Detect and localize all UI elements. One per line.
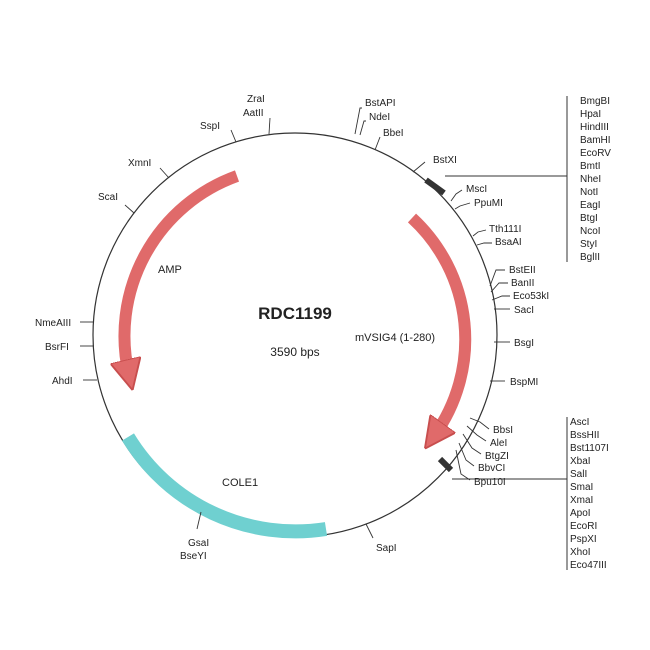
mcs-site-label: NotI bbox=[580, 187, 598, 198]
site-labels: ZraI AatII SspI XmnI ScaI NmeAIII BsrFI … bbox=[35, 94, 549, 562]
mcs-site-label: HindIII bbox=[580, 122, 609, 133]
mcs-site-label: XhoI bbox=[570, 547, 591, 558]
mcs-site-label: ApoI bbox=[570, 508, 591, 519]
site-label-banii: BanII bbox=[511, 278, 534, 289]
site-label-ppumi: PpuMI bbox=[474, 198, 503, 209]
site-label-sapi: SapI bbox=[376, 543, 397, 554]
site-label-bspmi: BspMI bbox=[510, 377, 538, 388]
site-label-scai: ScaI bbox=[98, 192, 118, 203]
mcs-site-label: StyI bbox=[580, 239, 597, 250]
site-label-bsgi: BsgI bbox=[514, 338, 534, 349]
feature-cole1-label: COLE1 bbox=[222, 477, 258, 489]
site-leader-lines bbox=[80, 107, 510, 539]
mcs-site-label: BamHI bbox=[580, 135, 611, 146]
site-label-saci: SacI bbox=[514, 305, 534, 316]
site-label-aatii: AatII bbox=[243, 108, 264, 119]
mcs-site-label: Bst1107I bbox=[570, 443, 609, 454]
mcs-site-label: BglII bbox=[580, 252, 600, 263]
mcs-site-label: XbaI bbox=[570, 456, 591, 467]
mcs-bottom-marker bbox=[437, 456, 454, 473]
site-label-zrai: ZraI bbox=[247, 94, 265, 105]
mcs-site-label: BssHII bbox=[570, 430, 599, 441]
site-label-alei: AleI bbox=[490, 438, 507, 449]
mcs-site-label: HpaI bbox=[580, 109, 601, 120]
site-label-btgzi: BtgZI bbox=[485, 451, 509, 462]
site-label-eco53ki: Eco53kI bbox=[513, 291, 549, 302]
site-label-gsai: GsaI bbox=[188, 538, 209, 549]
mcs-top-list: BmgBI HpaI HindIII BamHI EcoRV BmtI NheI… bbox=[580, 96, 611, 263]
site-label-msci: MscI bbox=[466, 184, 487, 195]
mcs-site-label: PspXI bbox=[570, 534, 597, 545]
mcs-site-label: NheI bbox=[580, 174, 601, 185]
plasmid-name: RDC1199 bbox=[258, 304, 332, 323]
site-label-bsteii: BstEII bbox=[509, 265, 536, 276]
site-label-tth111i: Tth111I bbox=[489, 224, 521, 235]
mcs-site-label: SalI bbox=[570, 469, 587, 480]
plasmid-size: 3590 bps bbox=[270, 345, 319, 359]
site-label-sspi: SspI bbox=[200, 121, 220, 132]
feature-amp-label: AMP bbox=[158, 264, 182, 276]
feature-mvsig4-label: mVSIG4 (1-280) bbox=[355, 332, 435, 344]
site-label-bbsi: BbsI bbox=[493, 425, 513, 436]
site-label-ahdi: AhdI bbox=[52, 376, 73, 387]
mcs-bottom-bracket bbox=[452, 417, 568, 570]
mcs-top-bracket bbox=[445, 96, 568, 262]
site-label-bbei: BbeI bbox=[383, 128, 404, 139]
mcs-site-label: BmgBI bbox=[580, 96, 610, 107]
mcs-site-label: BtgI bbox=[580, 213, 598, 224]
mcs-site-label: SmaI bbox=[570, 482, 593, 493]
mcs-site-label: EcoRI bbox=[570, 521, 597, 532]
mcs-top-marker bbox=[424, 177, 446, 196]
site-label-bstapi: BstAPI bbox=[365, 98, 396, 109]
mcs-site-label: NcoI bbox=[580, 226, 601, 237]
site-label-bbvci: BbvCI bbox=[478, 463, 505, 474]
mcs-site-label: EagI bbox=[580, 200, 601, 211]
site-label-bsaai: BsaAI bbox=[495, 237, 522, 248]
site-label-bseyi: BseYI bbox=[180, 551, 207, 562]
feature-cole1-arc bbox=[122, 433, 328, 539]
mcs-site-label: XmaI bbox=[570, 495, 593, 506]
feature-amp-arrow bbox=[124, 170, 240, 375]
site-label-xmni: XmnI bbox=[128, 158, 151, 169]
mcs-site-label: EcoRV bbox=[580, 148, 611, 159]
mcs-site-label: BmtI bbox=[580, 161, 601, 172]
mcs-site-label: Eco47III bbox=[570, 560, 607, 571]
site-label-bpu10i: Bpu10I bbox=[474, 477, 506, 488]
site-label-nmeaiii: NmeAIII bbox=[35, 318, 71, 329]
mcs-bottom-list: AscI BssHII Bst1107I XbaI SalI SmaI XmaI… bbox=[570, 417, 609, 571]
mcs-site-label: AscI bbox=[570, 417, 589, 428]
feature-mvsig4-arrow bbox=[407, 213, 472, 436]
site-label-bsrfi: BsrFI bbox=[45, 342, 69, 353]
site-label-bstxi: BstXI bbox=[433, 155, 457, 166]
site-label-ndei: NdeI bbox=[369, 112, 390, 123]
